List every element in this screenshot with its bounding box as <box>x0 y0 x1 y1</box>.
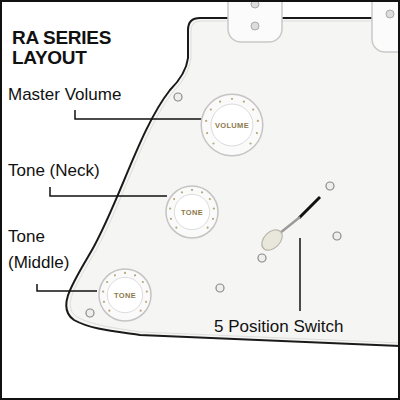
leader-lines <box>37 110 300 311</box>
knob-tick <box>243 101 245 103</box>
screw <box>326 182 334 190</box>
screw <box>86 309 94 317</box>
knob-tick <box>134 274 136 276</box>
knob-tick <box>106 281 108 283</box>
knob-tick <box>205 120 207 122</box>
knob-label: VOLUME <box>215 121 249 130</box>
screw <box>258 254 266 262</box>
knob-tick <box>210 109 212 111</box>
knob-tick <box>206 132 208 134</box>
knob-tick <box>191 189 193 191</box>
knob-tick <box>219 101 221 103</box>
knob-tick <box>146 290 148 292</box>
knob-label: TONE <box>114 291 136 300</box>
pickup-cover <box>228 0 282 42</box>
leader-line <box>37 284 97 291</box>
knob-tick <box>256 132 258 134</box>
leader-line <box>299 238 301 311</box>
callout-label: Tone (Neck) <box>8 158 100 184</box>
knob-tick <box>140 310 142 312</box>
pickguard-outline <box>66 18 400 346</box>
callout-label: Master Volume <box>8 82 121 108</box>
knob-skirt <box>201 94 263 156</box>
knob-tick <box>207 227 209 229</box>
callout-label: 5 Position Switch <box>214 314 343 340</box>
knob-tick <box>114 274 116 276</box>
pole-piece <box>386 10 394 18</box>
knob-tick <box>213 207 215 209</box>
knob-tick <box>209 198 211 200</box>
knob-skirt <box>99 269 151 321</box>
knob-tick <box>102 290 104 292</box>
knob-tick <box>249 142 251 144</box>
knob-tick <box>257 120 259 122</box>
knob-tick <box>145 301 147 303</box>
control-knob: TONE <box>164 184 220 240</box>
screw <box>174 93 182 101</box>
switch-tip <box>258 226 286 254</box>
switch-lever <box>280 217 300 233</box>
knob-tick <box>231 98 233 100</box>
knob-tick <box>108 310 110 312</box>
knob-tick <box>142 281 144 283</box>
knob-tick <box>170 218 172 220</box>
knob-cap <box>211 104 253 146</box>
knob-tick <box>103 301 105 303</box>
callout-label: Tone (Middle) <box>8 224 86 276</box>
switch-slot <box>299 197 320 218</box>
control-knob: VOLUME <box>199 92 265 158</box>
knob-tick <box>173 198 175 200</box>
knob-tick <box>124 272 126 274</box>
pickguard-bevel <box>70 21 400 343</box>
knob-label: TONE <box>181 208 203 217</box>
knob-tick <box>212 218 214 220</box>
screw <box>216 284 224 292</box>
knob-cap <box>174 194 209 229</box>
pickup <box>228 0 400 52</box>
screw <box>333 232 341 240</box>
knob-tick <box>169 207 171 209</box>
leader-line <box>50 187 167 196</box>
control-knob: TONE <box>97 267 153 323</box>
knob-skirt <box>166 186 218 238</box>
screws <box>86 93 341 317</box>
knob-tick <box>201 191 203 193</box>
knob-tick <box>212 142 214 144</box>
diagram-title: RA SERIES LAYOUT <box>12 28 142 68</box>
knob-tick <box>181 191 183 193</box>
pickup-cover <box>372 0 400 52</box>
pole-piece <box>251 22 259 30</box>
switch-illustration <box>258 197 320 254</box>
knob-tick <box>175 227 177 229</box>
knob-cap <box>107 277 142 312</box>
knob-tick <box>252 109 254 111</box>
leader-line <box>75 110 205 119</box>
